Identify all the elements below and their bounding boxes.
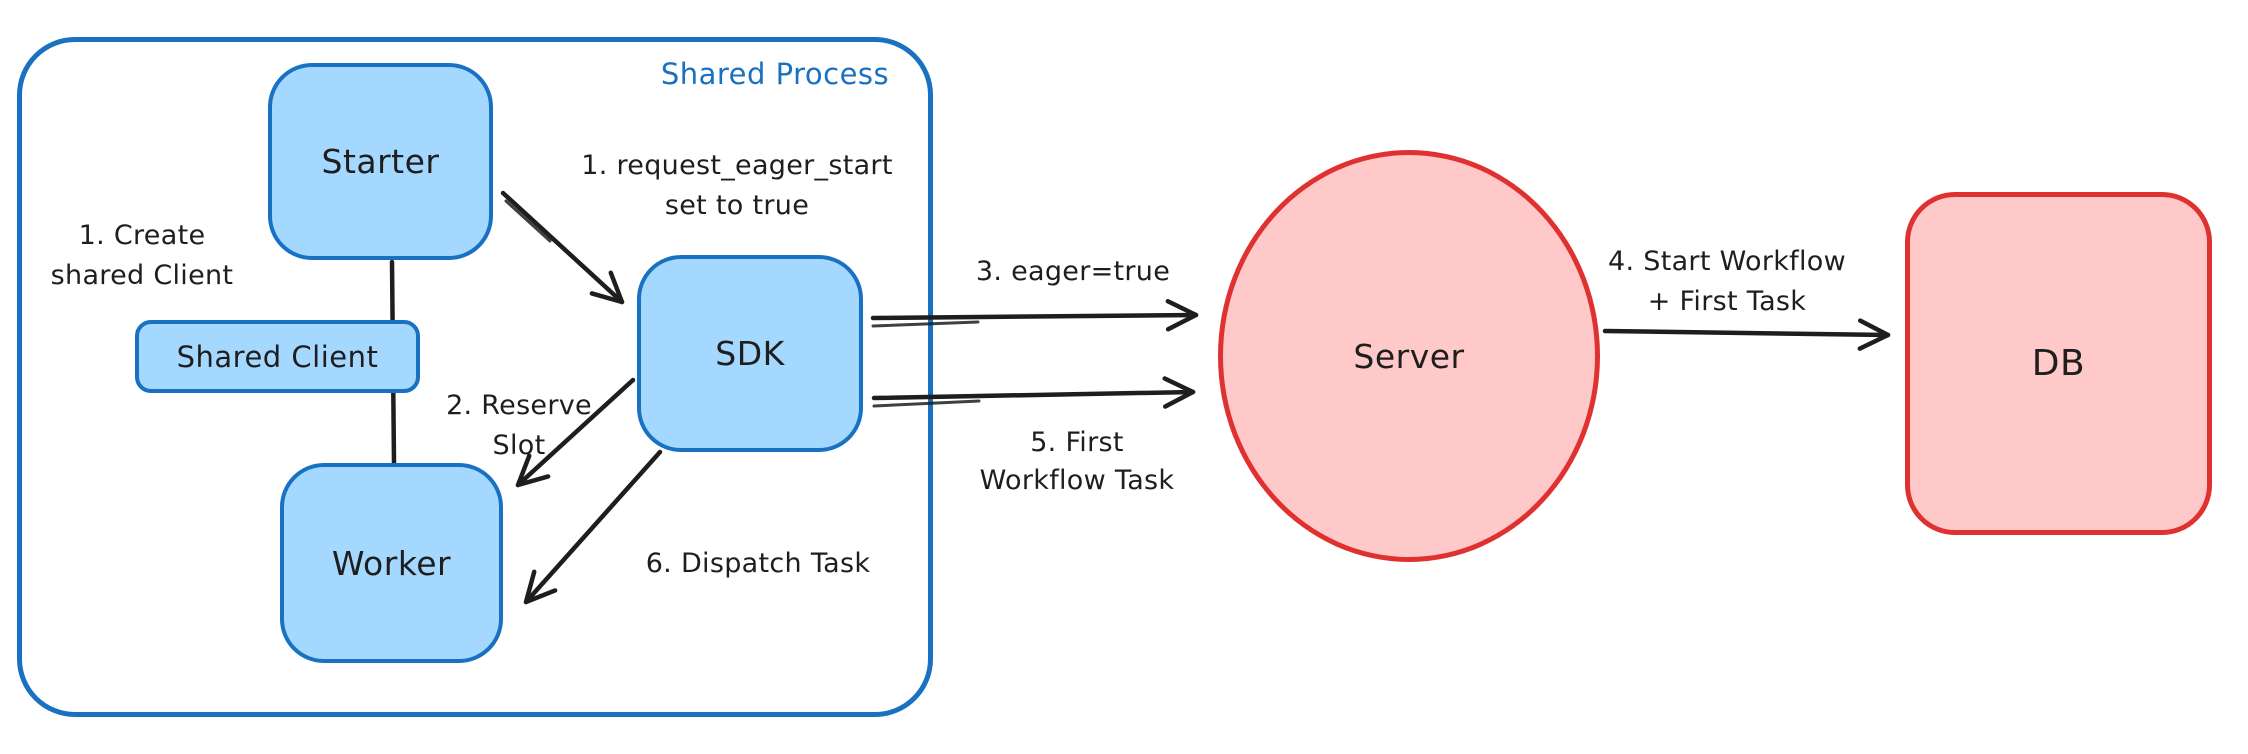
node-starter-label: Starter <box>321 142 440 181</box>
node-shared-client: Shared Client <box>135 320 420 393</box>
shared-process-group <box>17 37 933 717</box>
label-first-workflow-task: 5. First Workflow Task <box>917 424 1237 500</box>
request-eager-start-arrow-retrace <box>504 199 552 243</box>
node-worker: Worker <box>280 463 503 663</box>
label-start-workflow: 4. Start Workflow + First Task <box>1527 242 1927 322</box>
label-dispatch-task: 6. Dispatch Task <box>608 544 908 584</box>
label-create-shared-client: 1. Create shared Client <box>2 216 282 296</box>
start-workflow-arrow <box>1602 318 1891 351</box>
label-start-workflow-line2: + First Task <box>1647 286 1807 317</box>
node-starter: Starter <box>268 63 493 260</box>
label-reserve-slot: 2. Reserve Slot <box>419 386 619 466</box>
label-reserve-slot-line1: 2. Reserve <box>446 390 592 421</box>
node-db-label: DB <box>2031 343 2086 384</box>
label-dispatch-task-line1: 6. Dispatch Task <box>645 548 871 579</box>
label-create-shared-client-line1: 1. Create <box>78 220 206 251</box>
dispatch-task-arrow <box>523 449 663 605</box>
node-db: DB <box>1905 192 2212 535</box>
eager-true-arrow <box>870 299 1199 332</box>
node-worker-label: Worker <box>331 543 452 583</box>
node-server-label: Server <box>1353 336 1465 376</box>
shared-process-label: Shared Process <box>660 57 890 91</box>
label-first-workflow-task-line1: 5. First <box>1030 427 1124 458</box>
label-eager-true: 3. eager=true <box>923 252 1223 292</box>
label-start-workflow-line1: 4. Start Workflow <box>1608 246 1846 277</box>
label-reserve-slot-line2: Slot <box>492 430 546 461</box>
node-sdk: SDK <box>637 255 863 452</box>
node-server: Server <box>1218 150 1600 562</box>
reserve-slot-arrow <box>515 377 636 488</box>
node-shared-client-label: Shared Client <box>176 339 379 374</box>
request-eager-start-arrow <box>500 190 625 305</box>
label-create-shared-client-line2: shared Client <box>50 260 234 291</box>
label-eager-true-line1: 3. eager=true <box>975 256 1171 287</box>
first-workflow-task-arrow-retrace <box>872 399 981 408</box>
eager-true-arrow-retrace <box>871 320 980 328</box>
label-request-eager-start: 1. request_eager_start set to true <box>517 146 957 226</box>
label-request-eager-start-line2: set to true <box>664 190 810 221</box>
first-workflow-task-arrow <box>871 376 1196 409</box>
node-sdk-label: SDK <box>715 334 785 373</box>
label-first-workflow-task-line2: Workflow Task <box>979 465 1175 496</box>
label-request-eager-start-line1: 1. request_eager_start <box>581 150 893 181</box>
